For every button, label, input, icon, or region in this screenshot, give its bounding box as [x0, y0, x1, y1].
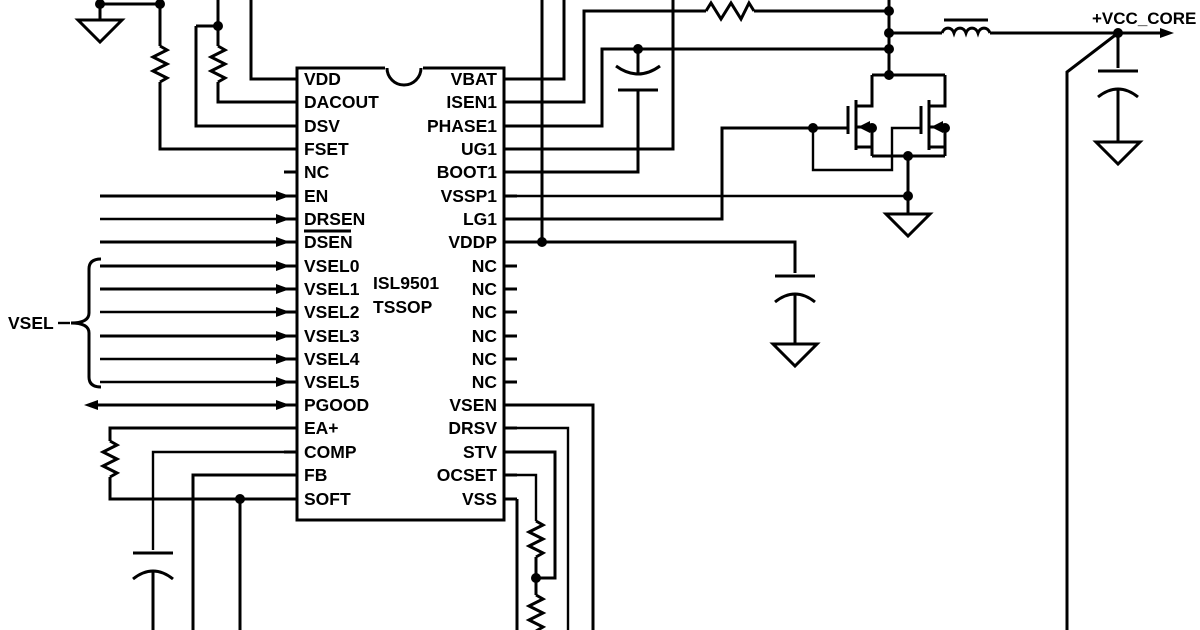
wires-top-left: [98, 0, 284, 151]
pin-label: UG1: [461, 139, 497, 159]
pin-label: VSEL2: [304, 302, 360, 322]
vsel-brace: [58, 257, 102, 389]
ic-body: VDD DACOUT DSV FSET NC EN DRSEN DSEN VSE…: [284, 65, 517, 522]
input-arrowheads: [84, 191, 290, 410]
pin-label: NC: [472, 349, 498, 369]
capacitor-boot: [615, 49, 661, 92]
pin-label: PGOOD: [304, 395, 369, 415]
pin-label: VSEL0: [304, 256, 360, 276]
power-stage: [811, 0, 1174, 630]
pin-label: COMP: [304, 442, 357, 462]
pgood-left-arrowhead: [84, 400, 98, 410]
net-label-vcc-core: +VCC_CORE: [1092, 9, 1196, 28]
pin-label: PHASE1: [427, 116, 497, 136]
pin-label: VSS: [462, 489, 497, 509]
mosfet-right: [919, 75, 947, 156]
mosfet-body-arrow: [858, 121, 870, 133]
pin-label: NC: [304, 162, 330, 182]
pin-label: STV: [463, 442, 497, 462]
pin-label: VSSP1: [441, 186, 498, 206]
pin-label: NC: [472, 302, 498, 322]
resistor-ocset-lower: [525, 593, 547, 630]
pin-label: NC: [472, 326, 498, 346]
pin-label: NC: [472, 279, 498, 299]
capacitor-vcc: [1097, 33, 1139, 142]
inductor: [940, 18, 992, 38]
resistor-ocset-upper: [525, 519, 547, 559]
pin-label: VSEL1: [304, 279, 360, 299]
pin-label: NC: [472, 256, 498, 276]
pin-label: SOFT: [304, 489, 351, 509]
ic-part-number: ISL9501: [373, 273, 439, 293]
output-arrowhead: [1160, 28, 1174, 38]
pin-label: DACOUT: [304, 92, 379, 112]
pin-label: DRSEN: [304, 209, 365, 229]
junction-dots: [95, 0, 1123, 583]
ic-package: TSSOP: [373, 297, 433, 317]
pin-label: DSEN: [304, 232, 353, 252]
capacitor-vddp: [774, 274, 816, 344]
resistor-isen: [704, 0, 756, 23]
ground-symbol: [769, 342, 821, 369]
pin-label: FB: [304, 465, 327, 485]
wires-left-inputs: [84, 191, 290, 410]
resistor-dacout: [207, 44, 229, 84]
ground-symbol: [1092, 140, 1144, 167]
pin-labels-right: VBAT ISEN1 PHASE1 UG1 BOOT1 VSSP1 LG1 VD…: [427, 69, 497, 509]
pin-stubs-left: [284, 77, 297, 501]
resistor-fset: [149, 44, 171, 84]
ic-notch: [385, 67, 423, 87]
pin-label: EN: [304, 186, 328, 206]
pin-label: VSEN: [449, 395, 497, 415]
pin-labels-left: VDD DACOUT DSV FSET NC EN DRSEN DSEN VSE…: [304, 69, 379, 509]
pin-label: VBAT: [451, 69, 498, 89]
pin-label: NC: [472, 372, 498, 392]
vsel-bus-label: VSEL: [8, 313, 54, 333]
mosfet-body-arrow: [931, 121, 943, 133]
pin-stubs-right: [504, 77, 517, 501]
pin-label: LG1: [463, 209, 497, 229]
pin-label: EA+: [304, 418, 339, 438]
pin-label: FSET: [304, 139, 349, 159]
pin-label: VSEL3: [304, 326, 360, 346]
wires-right: [515, 0, 908, 630]
pin-label: VDD: [304, 69, 341, 89]
pin-label: VDDP: [448, 232, 497, 252]
pin-label: DRSV: [448, 418, 497, 438]
pin-label: ISEN1: [446, 92, 497, 112]
ground-symbol: [74, 18, 126, 45]
ground-symbol: [882, 212, 934, 239]
pin-label: VSEL5: [304, 372, 360, 392]
wires-bottom-left: [99, 426, 284, 630]
resistor-ea: [99, 439, 121, 479]
pin-label: OCSET: [437, 465, 498, 485]
mosfet-left: [846, 75, 874, 156]
pin-label: DSV: [304, 116, 340, 136]
pin-label: VSEL4: [304, 349, 360, 369]
pin-label: BOOT1: [437, 162, 498, 182]
